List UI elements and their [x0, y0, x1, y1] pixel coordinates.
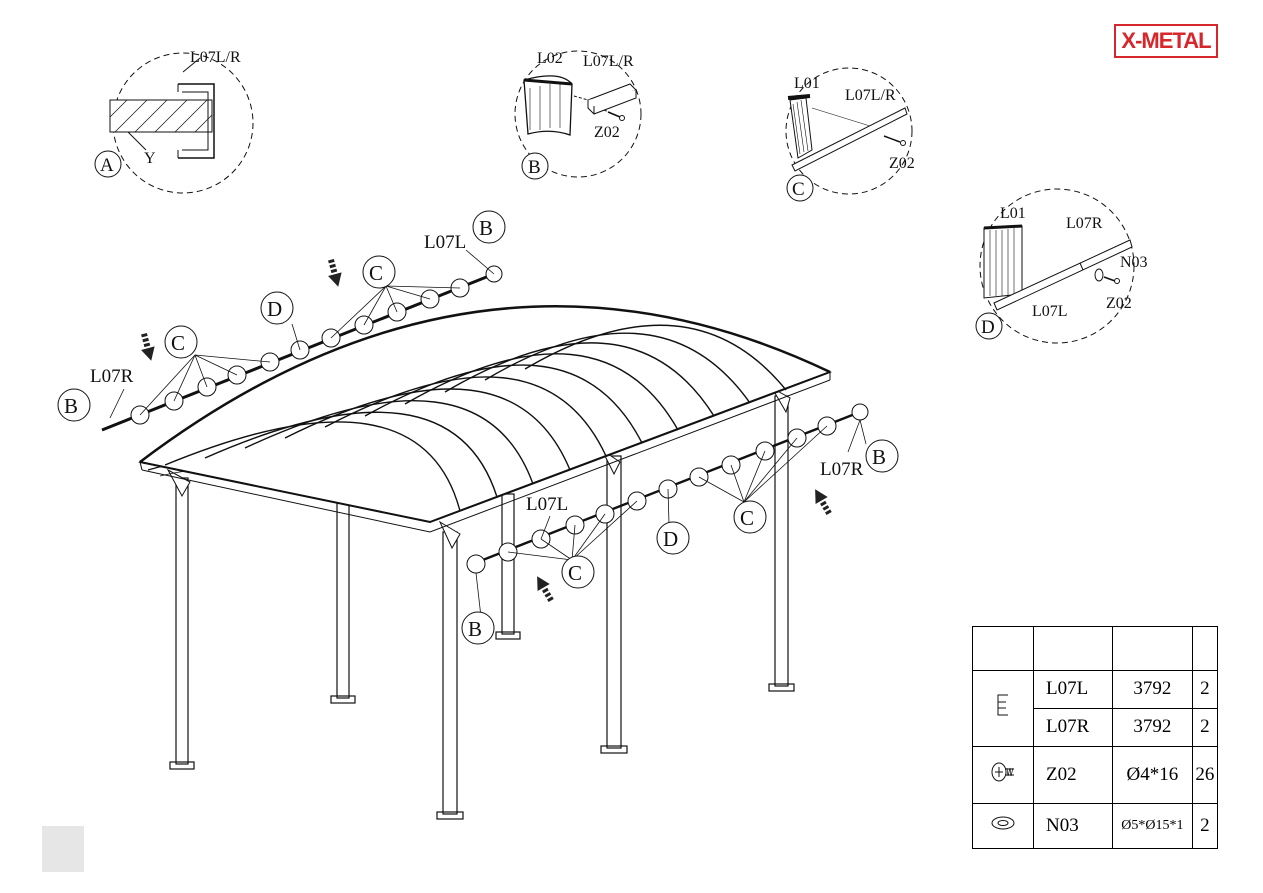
callout-b-back-right: B: [479, 216, 493, 240]
arrow-down-icon: [328, 258, 342, 287]
detail-d-label-l07r: L07R: [1066, 215, 1103, 232]
part-qty: 2: [1191, 803, 1219, 849]
detail-a-letter: A: [100, 155, 114, 176]
arrow-down-icon: [141, 332, 155, 361]
parts-row-n03: N03 Ø5*Ø15*1 2: [972, 803, 1219, 849]
detail-d-label-l07l: L07L: [1032, 303, 1068, 320]
part-size: Ø4*16: [1112, 745, 1193, 805]
detail-b-label-z02: Z02: [594, 124, 620, 141]
page-tab: [42, 826, 84, 872]
callout-c-back-right: C: [369, 261, 383, 285]
part-qty: 2: [1191, 670, 1219, 709]
front-rail-label-l07r: L07R: [820, 459, 864, 480]
part-size: Ø5*Ø15*1: [1112, 803, 1193, 849]
parts-row-z02: Z02 Ø4*16 26: [972, 745, 1219, 805]
callout-c-back-left: C: [171, 331, 185, 355]
detail-d-label-l01: L01: [1000, 205, 1026, 222]
part-code: Z02: [1033, 745, 1113, 805]
back-rail: L07R L07L: [90, 232, 503, 432]
part-size: 3792: [1112, 670, 1193, 709]
callout-b-front-left: B: [468, 617, 482, 641]
detail-d-letter: D: [981, 317, 995, 338]
detail-a-label-y: Y: [144, 150, 156, 167]
profile-icon: [972, 670, 1034, 747]
detail-b: L02 L07L/R Z02 B: [514, 50, 642, 180]
detail-c: L01 L07L/R Z02 C: [785, 67, 915, 202]
detail-c-label-z02: Z02: [889, 155, 915, 172]
detail-a: L07L/R Y A: [94, 49, 254, 194]
callout-d-back: D: [267, 297, 282, 321]
detail-c-label-l01: L01: [794, 75, 820, 92]
washer-icon: [972, 803, 1034, 849]
detail-c-letter: C: [792, 179, 805, 200]
detail-c-label-l07lr: L07L/R: [845, 87, 896, 104]
parts-table-header: [972, 626, 1219, 671]
callout-b-front-right: B: [872, 445, 886, 469]
part-code: L07L: [1033, 670, 1113, 709]
detail-d: L01 L07R N03 Z02 L07L D: [975, 188, 1148, 344]
back-rail-label-l07r: L07R: [90, 366, 134, 387]
carport: [138, 304, 832, 820]
detail-b-label-l07lr: L07L/R: [583, 53, 634, 70]
back-rail-label-l07l: L07L: [424, 232, 466, 253]
detail-d-label-n03: N03: [1120, 254, 1148, 271]
brand-name: X-METAL: [1121, 28, 1211, 53]
front-rail: L07L L07R: [466, 403, 869, 618]
callout-c-front-left: C: [568, 561, 582, 585]
parts-row-l07l: L07L 3792 2: [972, 670, 1219, 747]
callout-b-back-left: B: [64, 394, 78, 418]
callout-c-front-right: C: [740, 506, 754, 530]
parts-table: L07L 3792 2 L07R 3792 2 Z02 Ø4*16 26 N03…: [972, 626, 1219, 849]
callout-d-front: D: [663, 527, 678, 551]
arrow-up-icon: [537, 576, 554, 602]
callouts: B B C C D B B C C D: [57, 210, 899, 645]
posts: [169, 395, 795, 820]
part-qty: 26: [1191, 745, 1219, 805]
part-code: N03: [1033, 803, 1113, 849]
screw-icon: [972, 745, 1034, 805]
part-code: L07R: [1033, 707, 1113, 747]
detail-b-label-l02: L02: [537, 50, 563, 67]
brand-logo: X-METAL: [1114, 24, 1218, 58]
part-qty: 2: [1191, 707, 1219, 747]
roof-ribs: [164, 324, 787, 512]
detail-d-label-z02: Z02: [1106, 295, 1132, 312]
parts-row-l07r: L07R 3792 2: [973, 707, 1219, 747]
part-size: 3792: [1112, 707, 1193, 747]
detail-a-label-l07lr: L07L/R: [190, 49, 241, 66]
detail-b-letter: B: [528, 157, 541, 178]
front-rail-label-l07l: L07L: [526, 494, 568, 515]
arrow-up-icon: [815, 489, 832, 515]
